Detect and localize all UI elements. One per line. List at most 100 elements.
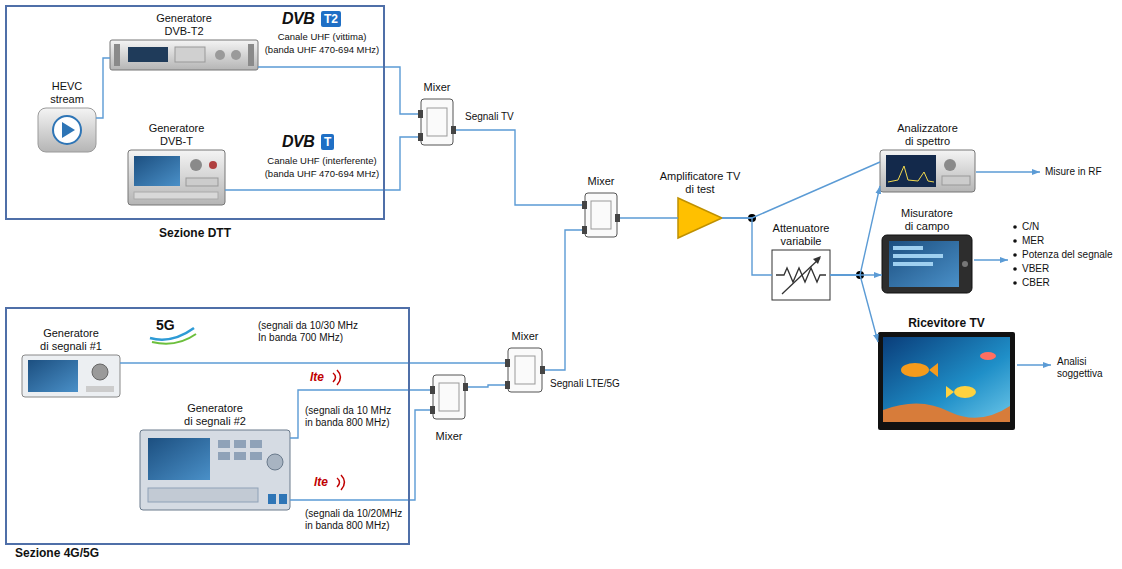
generator-device <box>250 452 262 460</box>
tv-set <box>883 337 1010 422</box>
measure-item: VBER <box>1022 263 1049 275</box>
signal-line <box>96 58 110 118</box>
generator-device <box>231 50 241 60</box>
node-label: Generatore di segnali #1 <box>39 327 103 353</box>
generator-device <box>22 355 120 397</box>
lte-logo-mark <box>333 373 336 382</box>
output-note: Analisi soggettiva <box>1057 356 1117 380</box>
generator-device <box>134 156 180 186</box>
generator-device <box>110 40 258 70</box>
dvb-logo: T <box>321 134 334 150</box>
spectrum-analyzer-device <box>942 176 970 185</box>
signal-line <box>830 186 880 275</box>
generator-device <box>140 430 290 510</box>
stream-source: HEVC stream <box>38 108 96 152</box>
bullet-dot <box>1013 253 1017 257</box>
dvb-logo: T2 <box>321 11 341 27</box>
attenuator-symbol <box>813 256 821 264</box>
generator-device <box>140 430 290 510</box>
output-arrow <box>1017 364 1051 365</box>
dvb-logo: DVB <box>282 133 314 151</box>
amplifier: Amplificatore TV di test <box>678 198 722 238</box>
lte-logo: lte <box>314 475 328 489</box>
signal-note: (segnali da 10 MHz in banda 800 MHz) <box>305 405 400 429</box>
mixer-symbol <box>582 226 587 234</box>
lte-logo: lte <box>310 370 324 384</box>
generator-device <box>128 150 225 205</box>
amplifier-triangle <box>678 198 722 238</box>
generator-device <box>218 452 230 460</box>
generator-device <box>190 159 202 171</box>
bullet-dot <box>1013 239 1017 243</box>
bullet-dot <box>1013 225 1017 229</box>
generator-device <box>250 440 262 448</box>
mixer-symbol <box>515 356 535 384</box>
channel-note: (banda UHF 470-694 MHz) <box>262 168 382 180</box>
signal-note: (segnali da 10/30 MHz In banda 700 MHz) <box>258 320 366 344</box>
generator-device <box>268 494 276 504</box>
spectrum-analyzer: Analizzatore di spettro <box>880 150 975 192</box>
field-meter-device <box>889 241 959 287</box>
stream-icon <box>38 108 96 152</box>
output-arrow <box>974 259 1008 260</box>
tv-set <box>901 363 929 377</box>
tv-set <box>883 403 1010 422</box>
lte-logo-mark <box>337 478 340 487</box>
generator-device <box>128 150 225 205</box>
tv-set <box>954 386 976 398</box>
mixer-symbol <box>430 375 468 419</box>
tv-set <box>929 363 938 377</box>
node-label: Amplificatore TV di test <box>656 170 744 196</box>
generator-device <box>148 438 210 480</box>
generator-device <box>92 364 108 380</box>
stream-icon <box>38 108 96 152</box>
channel-note: Canale UHF (interferente) <box>262 155 382 167</box>
generator-device <box>209 161 217 169</box>
spectrum-analyzer-device <box>880 150 975 192</box>
generator-device <box>279 494 287 504</box>
generator-device <box>267 454 283 470</box>
signal-line <box>722 218 772 275</box>
mixer: Mixer <box>418 96 456 148</box>
node-label: Mixer <box>412 81 462 94</box>
spectrum-analyzer-device <box>944 159 956 171</box>
spectrum-analyzer-device <box>880 150 975 192</box>
mixer-symbol <box>540 366 545 374</box>
mixer-symbol <box>451 126 456 134</box>
bullet-dot <box>1013 225 1017 285</box>
signal-line <box>120 362 505 363</box>
spectrum-analyzer-device <box>886 155 936 187</box>
generator-device <box>186 178 218 186</box>
field-meter-device <box>893 254 943 258</box>
channel-note: (banda UHF 470-694 MHz) <box>262 44 382 56</box>
node-label: Generatore DVB-T <box>137 122 217 148</box>
mixer-symbol <box>418 99 456 145</box>
channel-note: Canale UHF (vittima) <box>262 31 382 43</box>
field-meter-device <box>882 235 972 293</box>
node-label: HEVC stream <box>45 80 89 106</box>
tv-set <box>878 332 1015 430</box>
lte-logo-mark <box>337 370 341 385</box>
signal-line <box>456 130 582 205</box>
output-arrow <box>974 172 1051 365</box>
generator-device <box>215 50 225 60</box>
generator-device <box>110 40 258 70</box>
lte-logo-mark <box>341 475 345 490</box>
node-label: Mixer <box>500 330 550 343</box>
attenuator-symbol <box>782 258 820 294</box>
attenuator-symbol <box>776 268 826 282</box>
generator-device <box>248 44 254 66</box>
mixer-symbol <box>505 359 510 367</box>
mixer-symbol <box>505 348 545 392</box>
node-label: Generatore DVB-T2 <box>144 12 224 38</box>
mixer-symbol <box>430 386 435 394</box>
output-arrow <box>976 171 1040 172</box>
bullet-dot <box>1013 281 1017 285</box>
tv-set <box>946 386 954 398</box>
mixer-symbol <box>418 133 423 141</box>
signal-note: (segnali da 10/20MHz in banda 800 MHz) <box>305 508 409 532</box>
attenuator-symbol <box>772 250 830 300</box>
